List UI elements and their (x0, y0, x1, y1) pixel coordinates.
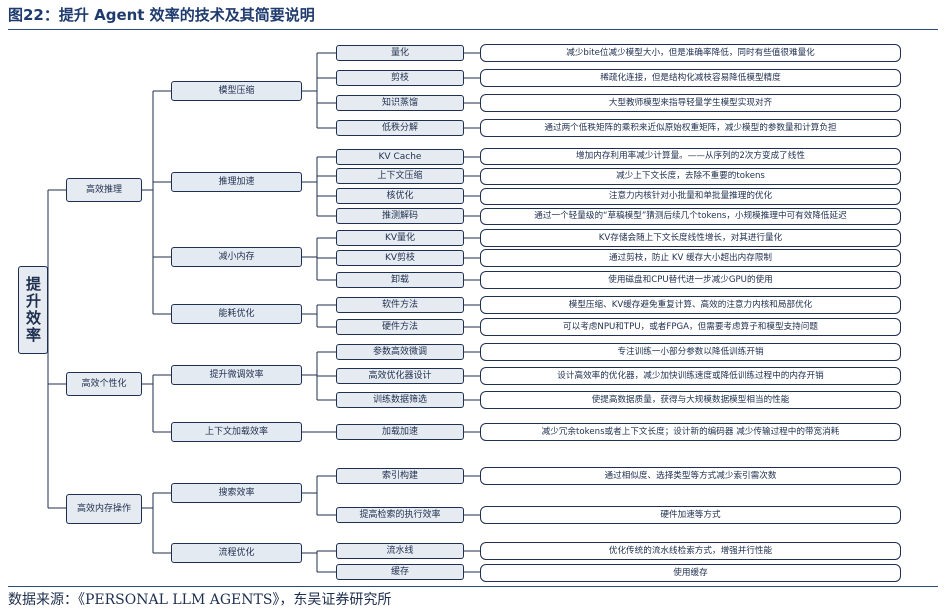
connector-memory (142, 492, 171, 554)
connector-flow (302, 550, 336, 573)
l2-process-optimization: 流程优化 (171, 543, 302, 563)
desc-optimizer-design: 设计高效率的优化器，减少加快训练速度或降低训练过程中的内存开销 (480, 367, 901, 385)
l3-cache: 缓存 (336, 564, 464, 580)
desc-speculative-decoding: 通过一个轻量级的“草稿模型”猜测后续几个tokens，小规模推理中可有效降低延迟 (480, 208, 901, 225)
desc-loading-acceleration: 减少冗余tokens或者上下文长度；设计新的编码器 减少传输过程中的带宽消耗 (480, 423, 901, 441)
l3-data-selection: 训练数据筛选 (336, 392, 464, 408)
connector-personal (142, 374, 171, 433)
desc-quantization: 减少bite位减少模型大小，但是准确率降低，同时有些值很难量化 (480, 44, 901, 62)
l1-efficient-personalization: 高效个性化 (66, 372, 142, 396)
desc-kernel-optimization: 注意力内核针对小批量和单批量推理的优化 (480, 188, 901, 205)
l1-efficient-memory-ops: 高效内存操作 (66, 494, 142, 524)
desc-offloading: 使用磁盘和CPU替代进一步减少GPU的使用 (480, 271, 901, 289)
desc-pipeline: 优化传统的流水线检索方式，增强并行性能 (480, 542, 901, 560)
l3-software-methods: 软件方法 (336, 297, 464, 313)
l2-finetune-efficiency: 提升微调效率 (171, 365, 302, 385)
connector-energy (302, 304, 336, 328)
desc-cache: 使用缓存 (480, 564, 901, 582)
l3-quantization: 量化 (336, 45, 464, 61)
l3-low-rank: 低秩分解 (336, 120, 464, 136)
desc-low-rank: 通过两个低秩矩阵的乘积来近似原始权重矩阵，减少模型的参数量和计算负担 (480, 119, 901, 137)
desc-kv-cache: 增加内存利用率减少计算量。——从序列的2次方变成了线性 (480, 148, 901, 165)
connector-root (47, 189, 66, 509)
l2-energy-optimization: 能耗优化 (171, 304, 302, 324)
l3-kv-pruning: KV剪枝 (336, 250, 464, 266)
l3-kernel-optimization: 核优化 (336, 188, 464, 204)
l3-pipeline: 流水线 (336, 543, 464, 559)
l3-peft: 参数高效微调 (336, 344, 464, 360)
desc-index-building: 通过相似度、选择类型等方式减少索引需次数 (480, 467, 901, 485)
l3-kv-quantization: KV量化 (336, 230, 464, 246)
figure-title: 图22：提升 Agent 效率的技术及其简要说明 (8, 6, 315, 24)
desc-distillation: 大型教师模型来指导轻量学生模型实现对齐 (480, 94, 901, 112)
desc-data-selection: 使提高数据质量，获得与大规模数据模型相当的性能 (480, 391, 901, 409)
l3-speculative-decoding: 推测解码 (336, 208, 464, 224)
l2-inference-acceleration: 推理加速 (171, 172, 302, 192)
desc-pruning: 稀疏化连接，但是结构化减枝容易降低模型精度 (480, 69, 901, 87)
connector-accel (302, 156, 336, 217)
connector-inference (142, 90, 171, 315)
l3-loading-acceleration: 加载加速 (336, 424, 464, 440)
source-note: 数据来源：《PERSONAL LLM AGENTS》，东吴证券研究所 (8, 592, 392, 608)
l3-optimizer-design: 高效优化器设计 (336, 368, 464, 384)
connector-compress (302, 52, 336, 129)
l3-distillation: 知识蒸馏 (336, 95, 464, 111)
l3-kv-cache: KV Cache (336, 149, 464, 165)
desc-software-methods: 模型压缩、KV缓存避免重复计算、高效的注意力内核和局部优化 (480, 296, 901, 314)
l2-search-efficiency: 搜索效率 (171, 483, 302, 503)
desc-hardware-methods: 可以考虑NPU和TPU，或者FPGA，但需要考虑算子和模型支持问题 (480, 318, 901, 336)
l1-efficient-inference: 高效推理 (66, 178, 142, 202)
bottom-rule (8, 586, 938, 587)
desc-kv-quantization: KV存储会随上下文长度线性增长，对其进行量化 (480, 229, 901, 247)
l3-context-compression: 上下文压缩 (336, 168, 464, 184)
l2-memory-reduction: 减小内存 (171, 247, 302, 267)
top-rule (8, 29, 938, 30)
desc-peft: 专注训练一小部分参数以降低训练开销 (480, 343, 901, 361)
l3-offloading: 卸载 (336, 272, 464, 288)
root-node: 提升效率 (18, 266, 48, 354)
l3-pruning: 剪枝 (336, 70, 464, 86)
connector-descs (464, 52, 480, 573)
l2-model-compression: 模型压缩 (171, 81, 302, 101)
desc-context-compression: 减少上下文长度，去除不重要的tokens (480, 168, 901, 185)
connector-search (302, 475, 336, 516)
desc-retrieval-execution: 硬件加速等方式 (480, 506, 901, 524)
l3-retrieval-execution: 提高检索的执行效率 (336, 507, 464, 523)
connector-finetune (302, 351, 336, 401)
l3-index-building: 索引构建 (336, 468, 464, 484)
desc-kv-pruning: 通过剪枝，防止 KV 缓存大小超出内存限制 (480, 249, 901, 267)
l3-hardware-methods: 硬件方法 (336, 319, 464, 335)
l2-context-loading-efficiency: 上下文加载效率 (171, 422, 302, 442)
connector-memory-reduce (302, 237, 336, 281)
